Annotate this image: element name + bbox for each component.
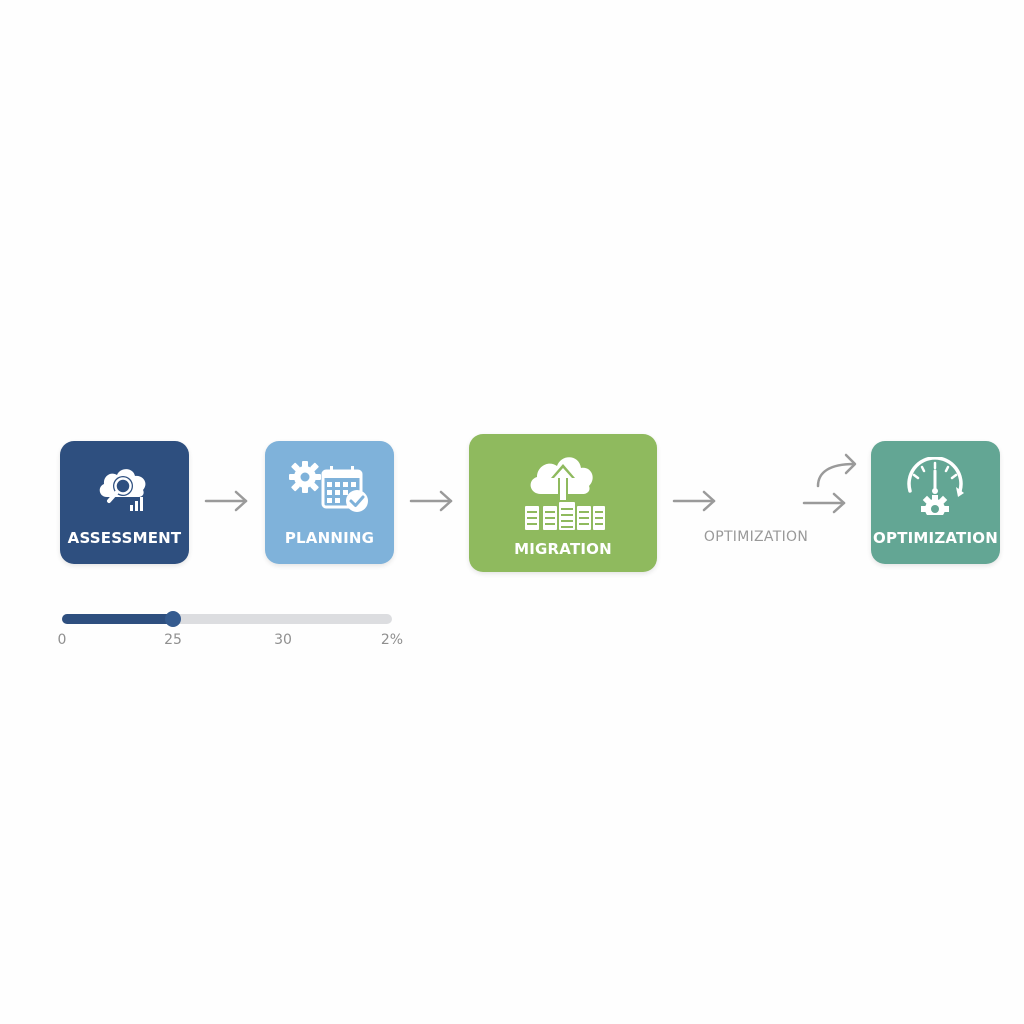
progress-tick-label: 2% <box>380 632 404 648</box>
step-optimization-card: OPTIMIZATION <box>871 441 1000 564</box>
progress-track <box>62 614 392 624</box>
arrow-right-icon <box>802 492 846 514</box>
cloud-search-chart-icon <box>99 469 145 511</box>
step-label: PLANNING <box>284 529 375 547</box>
progress-tick-label: 30 <box>274 632 292 648</box>
step-label: OPTIMIZATION <box>873 529 998 547</box>
progress-slider[interactable]: 0 25 30 2% <box>58 611 404 652</box>
progress-tick-label: 25 <box>164 632 182 648</box>
optimization-text-label: OPTIMIZATION <box>703 529 809 545</box>
step-assessment-card: ASSESSMENT <box>60 441 189 564</box>
gear-calendar-check-icon <box>288 461 368 512</box>
gauge-gear-icon <box>906 457 964 521</box>
progress-fill <box>62 614 173 624</box>
cloud-upload-servers-icon <box>525 457 605 530</box>
progress-tick-label: 0 <box>57 632 67 648</box>
arrow-right-icon <box>409 490 453 512</box>
curved-arrow-icon <box>816 453 857 488</box>
step-migration-card: MIGRATION <box>469 434 657 572</box>
arrow-right-icon <box>672 490 716 512</box>
progress-handle[interactable] <box>165 611 181 627</box>
step-planning-card: PLANNING <box>265 441 394 564</box>
arrow-right-icon <box>204 490 248 512</box>
step-label: ASSESSMENT <box>67 529 182 547</box>
step-label: MIGRATION <box>514 540 612 558</box>
